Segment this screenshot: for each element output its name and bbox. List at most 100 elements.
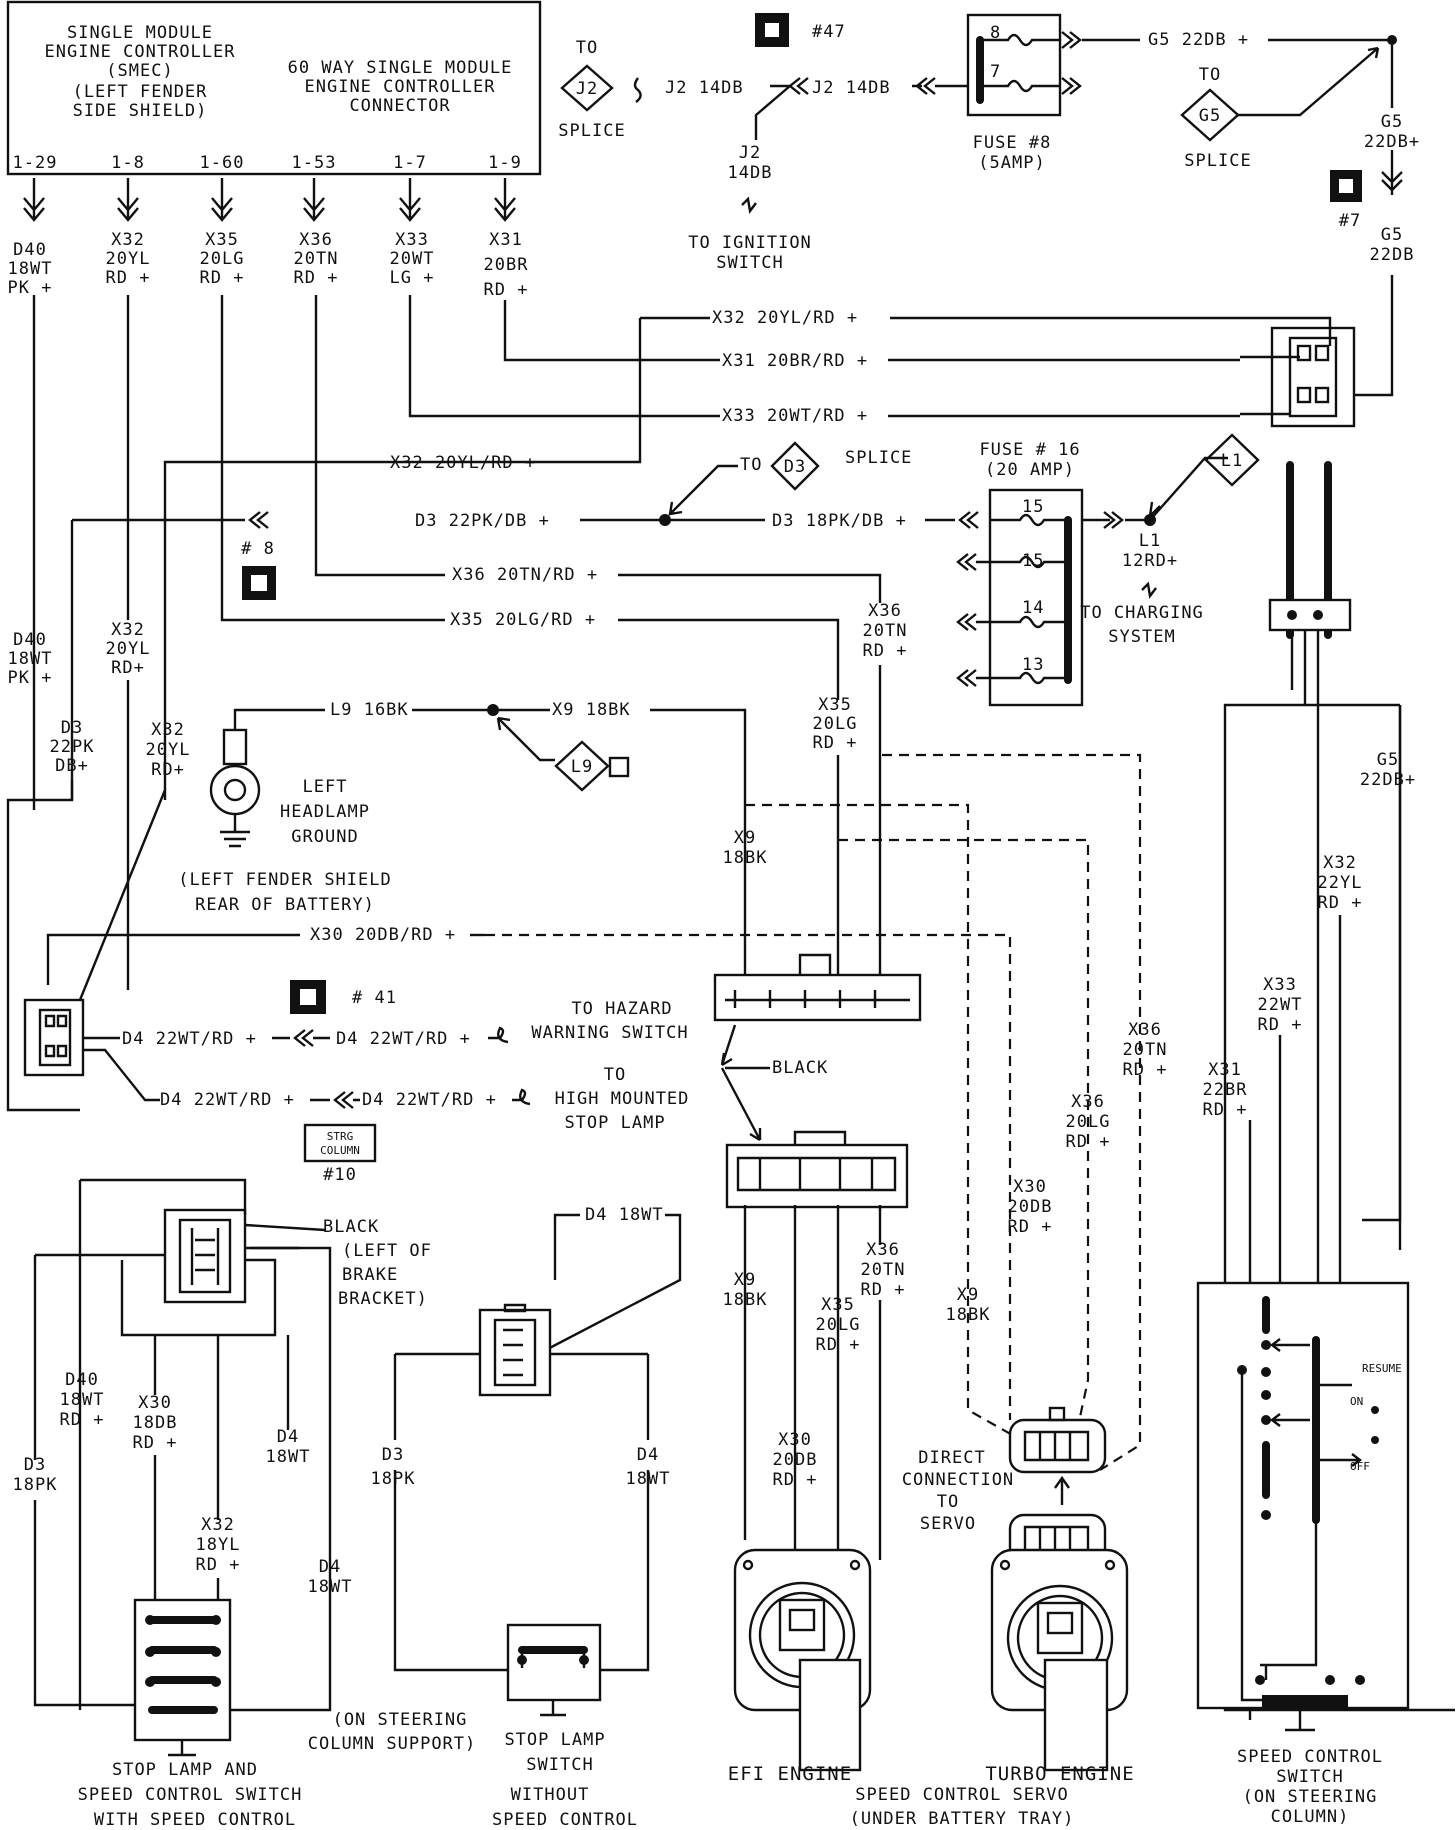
- l9-label: L9: [571, 757, 593, 777]
- x30-right-1: X30: [1013, 1177, 1047, 1197]
- x9-turbo-1: X9: [957, 1285, 979, 1305]
- left-main-connector: [23, 998, 85, 1077]
- direct-2: CONNECTION: [902, 1470, 1014, 1490]
- d40-bot-2: 18WT: [60, 1390, 105, 1410]
- x32-right-1: X32: [1323, 853, 1357, 873]
- to-d3-label: TO: [740, 455, 762, 475]
- g5-down-2: 22DB+: [1364, 132, 1420, 152]
- cap-servo-2: (UNDER BATTERY TRAY): [850, 1809, 1075, 1829]
- d4-bot2-1: D4: [319, 1557, 341, 1577]
- l9-diamond: [554, 740, 610, 792]
- g5-right-2: 22DB+: [1360, 770, 1416, 790]
- x36-right-2: 20TN: [1123, 1040, 1168, 1060]
- d4-b2: D4 22WT/RD +: [362, 1090, 497, 1110]
- pin-wire-x36-2: 20TN: [294, 249, 339, 269]
- pin-wire-d40-1: D40: [13, 240, 47, 260]
- cap-stop-1: STOP LAMP: [504, 1730, 605, 1750]
- fuse16-pin-1: 15: [1022, 497, 1044, 517]
- x31-top-label: X31 20BR/RD +: [722, 351, 868, 371]
- fuse8-pin-8: 8: [990, 23, 1001, 43]
- smec-pin-1-8: 1-8: [111, 153, 145, 173]
- cap-stop-2: SWITCH: [526, 1755, 593, 1775]
- ignition-1: TO IGNITION: [688, 233, 812, 253]
- smec-pin-1-7: 1-7: [393, 153, 427, 173]
- x32-right-3: RD +: [1318, 893, 1363, 913]
- x32-top-label: X32 20YL/RD +: [712, 308, 858, 328]
- l1-wire-2: 12RD+: [1122, 551, 1178, 571]
- direct-1: DIRECT: [918, 1448, 985, 1468]
- cap-stop-3: WITHOUT: [511, 1785, 590, 1805]
- cap-turbo: TURBO ENGINE: [985, 1763, 1134, 1785]
- top-right-connector: [1240, 316, 1356, 428]
- d3-splice-label: SPLICE: [845, 448, 912, 468]
- strg-1: STRG: [327, 1130, 354, 1143]
- g5-diamond: [1180, 88, 1240, 142]
- smec-pin-1-60: 1-60: [200, 153, 245, 173]
- center-upper-connector: [713, 973, 922, 1022]
- black-left-3: BRAKE: [342, 1265, 398, 1285]
- g5-label: G5: [1199, 106, 1221, 126]
- connector-47-label: #47: [812, 22, 846, 42]
- speed-control-switch: [1196, 1281, 1410, 1710]
- left-d3-1: D3: [61, 718, 83, 738]
- x35-efi-3: RD +: [816, 1335, 861, 1355]
- speed-control-servos: X36 20TN RD + X9 18BK X35 20LG RD + X9 1…: [723, 1205, 1134, 1829]
- pin-wire-d40-2: 18WT: [8, 259, 53, 279]
- pin-wire-x33-3: LG +: [390, 268, 435, 288]
- smec-pin-1-9: 1-9: [488, 153, 522, 173]
- pin-wire-x31-2: 20BR: [484, 255, 529, 275]
- fuse16-label-1: FUSE # 16: [979, 440, 1080, 460]
- speed-switch-caption-4: COLUMN): [1271, 1807, 1350, 1827]
- smec-pin-wire-labels: D40 18WT PK + X32 20YL RD + X35 20LG RD …: [8, 230, 529, 300]
- left-d40-3: PK +: [8, 668, 53, 688]
- x9-efi-2: 18BK: [723, 1290, 768, 1310]
- x9-wire: X9 18BK: [552, 700, 631, 720]
- cap-stop-speed-2: SPEED CONTROL SWITCH: [78, 1785, 303, 1805]
- fuse16-label-2: (20 AMP): [985, 460, 1075, 480]
- d3-bot-1: D3: [24, 1455, 46, 1475]
- x36-mid-label: X36 20TN/RD +: [452, 565, 598, 585]
- j2-splice-label: SPLICE: [558, 121, 625, 141]
- x9-vert-2: 18BK: [723, 848, 768, 868]
- cap-stop-speed-3: WITH SPEED CONTROL: [94, 1810, 296, 1830]
- high-stop-3: STOP LAMP: [564, 1113, 665, 1133]
- x36-efi-2: 20TN: [861, 1260, 906, 1280]
- switch-off-label: OFF: [1350, 1460, 1370, 1473]
- direct-4: SERVO: [920, 1514, 976, 1534]
- d40-bot-3: RD +: [60, 1410, 105, 1430]
- fuse16-pin-3: 14: [1022, 598, 1044, 618]
- cap-servo-1: SPEED CONTROL SERVO: [855, 1785, 1068, 1805]
- x35-vert-1: X35: [818, 695, 852, 715]
- connector-10-label: #10: [323, 1165, 357, 1185]
- x36-right2-3: RD +: [1066, 1132, 1111, 1152]
- pin-wire-d40-3: PK +: [8, 278, 53, 298]
- x9-vert-1: X9: [734, 828, 756, 848]
- fender-note-1: (LEFT FENDER SHIELD: [178, 870, 391, 890]
- on-steering-1: (ON STEERING: [333, 1710, 468, 1730]
- smec-title-4: (LEFT FENDER: [73, 82, 208, 102]
- smec-pin-connectors: [23, 178, 516, 222]
- d4-a1: D4 22WT/RD +: [122, 1029, 257, 1049]
- g5-splice: SPLICE: [1184, 151, 1251, 171]
- left-d3-2: 22PK: [50, 737, 95, 757]
- pin-wire-x35-1: X35: [205, 230, 239, 250]
- pin-wire-x31-3: RD +: [484, 280, 529, 300]
- top-wiring: TO J2 SPLICE J2 14DB J2 14DB J2 14DB TO …: [558, 13, 1420, 397]
- x35-mid-label: X35 20LG/RD +: [450, 610, 596, 630]
- x9-turbo-2: 18BK: [946, 1305, 991, 1325]
- ignition-2: SWITCH: [716, 253, 783, 273]
- on-steering-2: COLUMN SUPPORT): [308, 1734, 477, 1754]
- pin-wire-x36-3: RD +: [294, 268, 339, 288]
- x32-right-2: 22YL: [1318, 873, 1363, 893]
- left-x32-3: RD+: [111, 658, 145, 678]
- left-x32-2: 20YL: [106, 639, 151, 659]
- d3-left-label: D3 22PK/DB +: [415, 511, 550, 531]
- speed-switch-caption-1: SPEED CONTROL: [1237, 1747, 1383, 1767]
- d3-mid-1: D3: [382, 1445, 404, 1465]
- x31-right-2: 22BR: [1203, 1080, 1248, 1100]
- d4-b1: D4 22WT/RD +: [160, 1090, 295, 1110]
- headlamp-1: LEFT: [303, 777, 348, 797]
- left-x32b-3: RD+: [151, 760, 185, 780]
- x30-right-2: 20DB: [1008, 1197, 1053, 1217]
